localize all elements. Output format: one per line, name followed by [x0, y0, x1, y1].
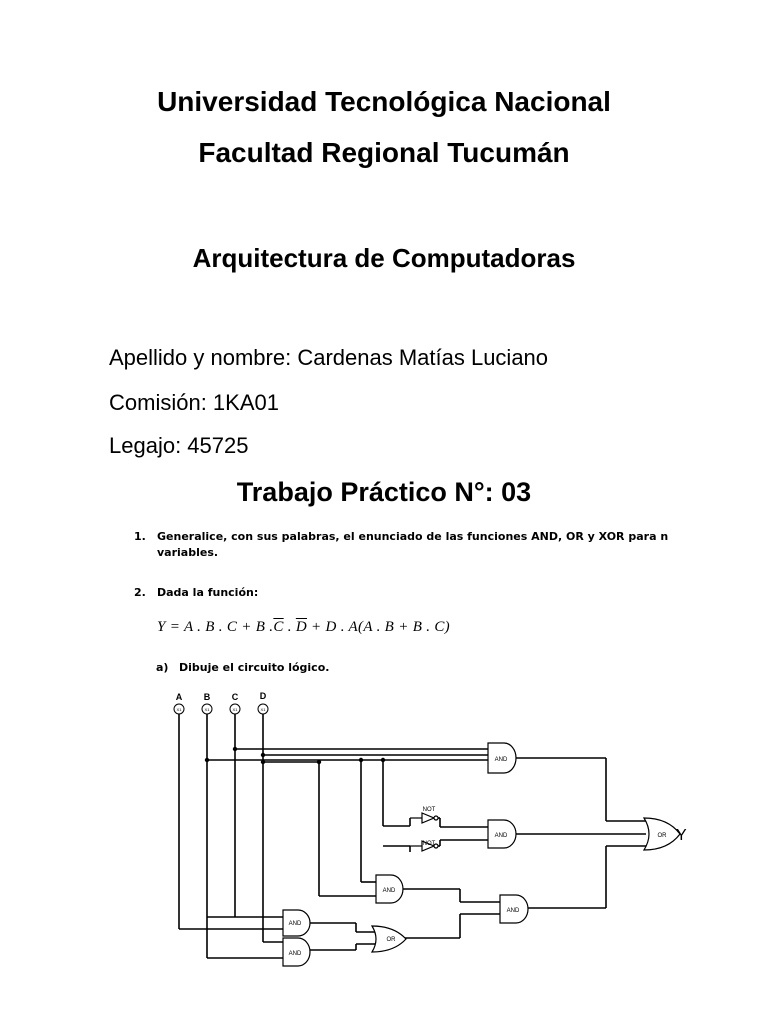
legajo-line: Legajo: 45725	[109, 433, 249, 458]
and-gate-1	[487, 742, 517, 774]
eq-term-2-d-bar: D	[295, 619, 307, 635]
subject-title: Arquitectura de Computadoras	[192, 243, 576, 273]
student-name-line: Apellido y nombre: Cardenas Matías Lucia…	[109, 345, 549, 370]
subquestion-text: Dibuje el circuito lógico.	[179, 661, 330, 674]
and-gate-2	[487, 819, 517, 849]
or-gate-small	[370, 925, 407, 953]
and-gate-2-label: AND	[495, 833, 508, 839]
question-1-text: Generalice, con sus palabras, el enuncia…	[157, 529, 668, 561]
input-d-label: D	[260, 691, 267, 701]
eq-term-2a: B .	[255, 619, 274, 635]
question-2-text: Dada la función:	[157, 586, 259, 599]
output-y-label: Y	[676, 827, 687, 844]
eq-paren-close: )	[444, 619, 450, 635]
input-a-box: X1	[177, 707, 183, 712]
eq-term-3-inner2: B . C	[412, 619, 445, 635]
eq-equals: =	[169, 619, 181, 635]
eq-term-2-dot: .	[287, 619, 292, 635]
faculty-title: Facultad Regional Tucumán	[198, 137, 570, 168]
eq-plus-1: +	[241, 619, 252, 635]
eq-lhs: Y	[157, 619, 166, 635]
question-1-line-1: Generalice, con sus palabras, el enuncia…	[157, 530, 669, 543]
input-d-box: X1	[261, 707, 267, 712]
question-1-number: 1.	[134, 530, 146, 543]
eq-term-1: A . B . C	[183, 619, 238, 635]
eq-plus-3: +	[398, 619, 409, 635]
not-gate-1	[421, 812, 436, 824]
and-gate-4-label: AND	[507, 908, 520, 914]
eq-term-2-c-bar: C	[273, 619, 284, 635]
and-gate-5-label: AND	[289, 921, 302, 927]
university-title: Universidad Tecnológica Nacional	[157, 86, 611, 117]
not-gate-2-bubble	[433, 843, 439, 849]
and-gate-3-label: AND	[383, 888, 396, 894]
eq-term-3: D . A	[325, 619, 359, 635]
not-gate-1-label: NOT	[423, 807, 436, 813]
subquestion-label: a)	[156, 661, 169, 674]
commission-line: Comisión: 1KA01	[109, 390, 279, 415]
and-gate-5	[282, 909, 311, 937]
question-2-number: 2.	[134, 586, 146, 599]
or-gate-final-label: OR	[658, 833, 668, 839]
boolean-equation: Y = A . B . C + B .C . D + D . A(A . B +…	[157, 619, 450, 636]
and-gate-3	[375, 874, 404, 904]
or-gate-final	[642, 817, 681, 851]
input-a-label: A	[176, 692, 183, 702]
question-1-line-2: variables.	[157, 546, 219, 559]
eq-plus-2: +	[311, 619, 322, 635]
assignment-title: Trabajo Práctico N°: 03	[236, 477, 532, 507]
input-b-label: B	[204, 692, 211, 702]
and-gate-6	[282, 937, 311, 967]
input-c-box: X1	[233, 707, 239, 712]
input-c-label: C	[232, 692, 239, 702]
not-gate-2-label: NOT	[423, 841, 436, 847]
input-terminals: A B C D X1 X1 X1 X1	[173, 691, 269, 715]
or-gate-small-label: OR	[387, 937, 397, 943]
and-gate-4	[499, 894, 529, 924]
eq-term-3-inner: A . B	[363, 619, 395, 635]
eq-paren-open: (	[358, 619, 364, 635]
not-gate-1-bubble	[433, 815, 439, 821]
and-gate-6-label: AND	[289, 951, 302, 957]
and-gate-1-label: AND	[495, 757, 508, 763]
input-b-box: X1	[205, 707, 211, 712]
